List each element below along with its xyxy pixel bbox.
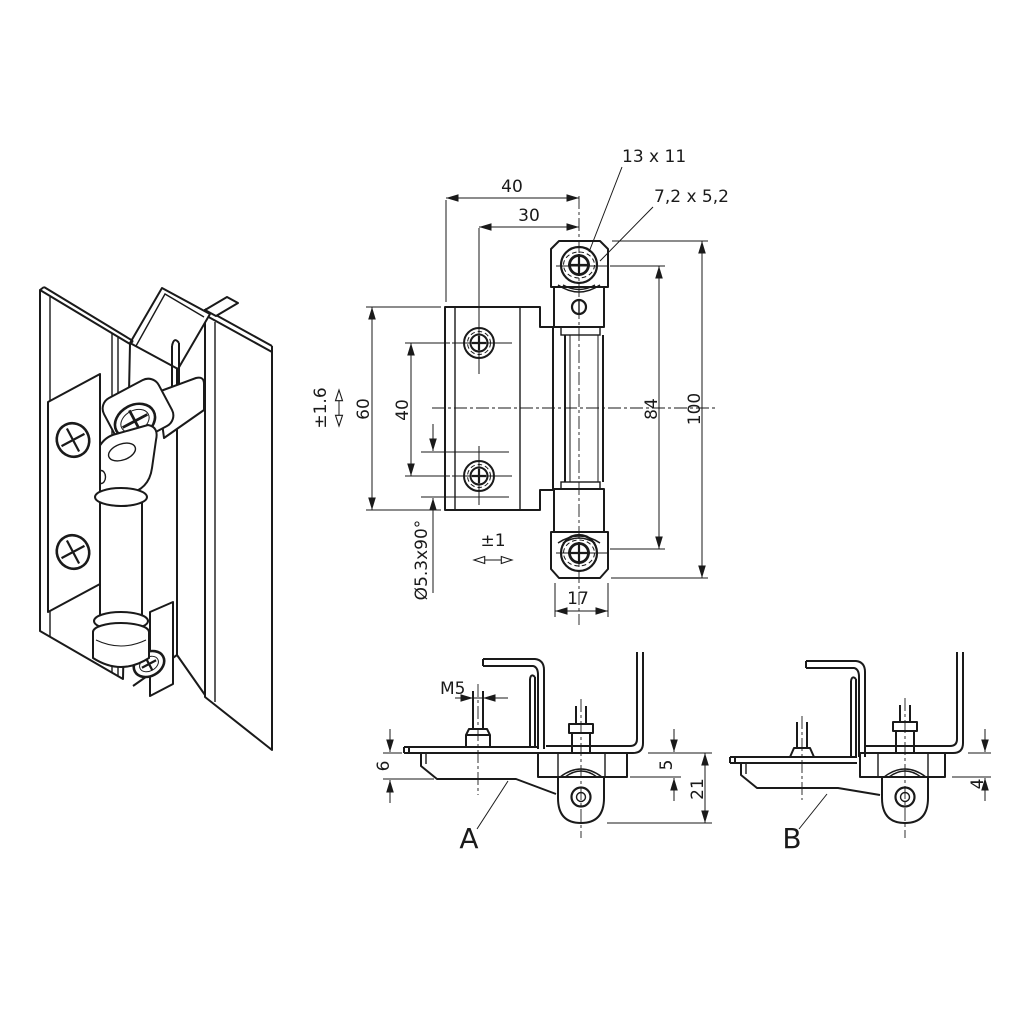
dim-sheet-gap-label: 6	[374, 761, 394, 772]
tolerance-vertical-label: ±1.6	[311, 387, 331, 428]
section-b-dimensions	[798, 729, 991, 830]
dim-hole-spacing-label: 40	[393, 399, 413, 421]
section-b-label: B	[782, 822, 801, 855]
section-b-view: 4 B	[729, 652, 991, 855]
tolerance-horizontal-label: ±1	[480, 531, 505, 551]
front-leaf-plate	[444, 306, 554, 511]
screw-head-size-label: 7,2 x 5,2	[654, 187, 729, 207]
slot-size-label: 13 x 11	[622, 147, 686, 167]
front-view: 40 30 13 x 11 7,2 x 5,2 ±1.6 60 40 Ø5.3x…	[311, 147, 729, 625]
section-b-screw-right	[892, 698, 918, 838]
iso-view	[39, 286, 273, 751]
dim-depth-label: 21	[688, 778, 708, 800]
dim-plate-height-label: 60	[354, 398, 374, 420]
leaf-plate	[47, 373, 101, 613]
hole-upper	[452, 316, 512, 374]
dim-offset-a-label: 5	[657, 760, 677, 771]
section-b-screw-left	[789, 716, 815, 800]
dim-pin-centers-label: 84	[642, 398, 662, 420]
dim-top-inner-label: 30	[518, 206, 540, 226]
door-channel	[129, 287, 211, 370]
bottom-slot-screw	[556, 533, 608, 573]
countersink-label: Ø5.3x90°	[412, 520, 432, 601]
barrel-cylinder	[99, 497, 143, 617]
dim-block-width-label: 17	[567, 589, 589, 609]
frame-panel	[204, 314, 273, 751]
section-a-label: A	[459, 822, 478, 855]
top-slot-screw	[556, 245, 608, 285]
barrel-column	[550, 240, 609, 579]
dim-thread-label: M5	[440, 679, 465, 699]
front-dimensions	[334, 166, 706, 615]
dim-offset-b-label: 4	[968, 779, 988, 790]
dim-top-width-label: 40	[501, 177, 523, 197]
dim-total-height-label: 100	[685, 393, 705, 425]
hole-lower	[421, 446, 512, 505]
section-a-view: M5 6 5 21 A	[374, 652, 712, 855]
section-a-dimensions	[383, 694, 712, 830]
section-a-screw-left	[465, 684, 491, 795]
